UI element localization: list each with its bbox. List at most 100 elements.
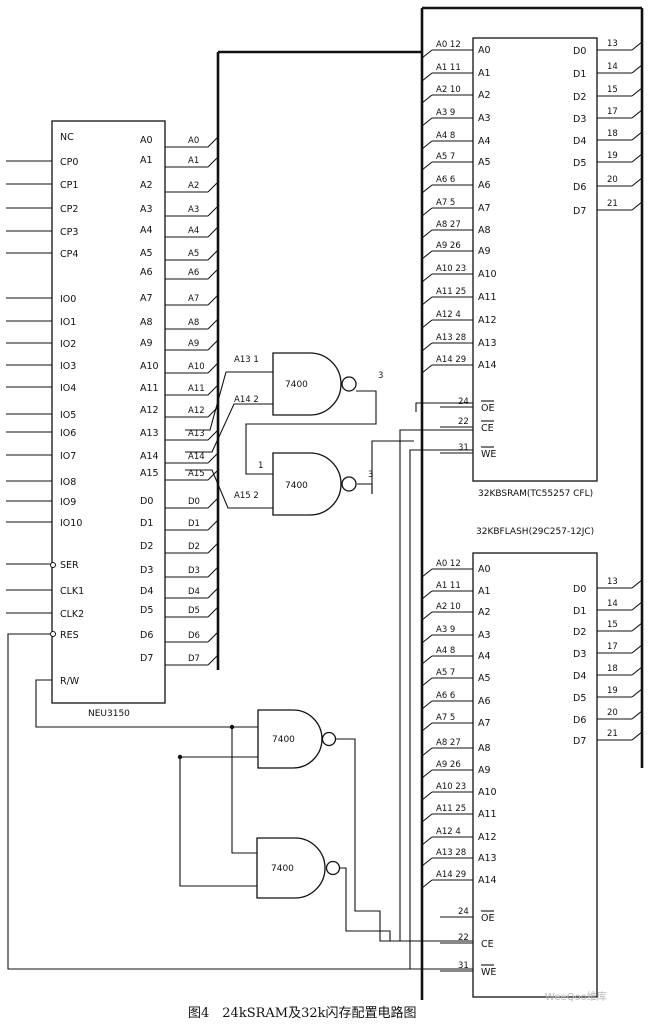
mem-addr-entry [421,700,433,710]
mem-data-int-label: D4 [573,136,586,147]
mem-addr-ext-label: A10 23 [436,264,466,274]
neu-right-pin-label: A9 [140,338,153,349]
mem-addr-entry [421,879,433,889]
neu-bus-label: A14 [188,452,205,462]
mem-data-entry [631,87,643,97]
neu-bus-label: D6 [188,631,200,641]
mem-data-int-label: D3 [573,649,586,660]
neu-bus-label: D5 [188,606,200,616]
mem-data-num: 18 [607,664,618,674]
neu-bus-label: D4 [188,587,200,597]
mem-ctrl-num: 24 [458,907,469,917]
nand-gate-3: 7400 [257,709,337,769]
neu-right-pin-label: A1 [140,155,153,166]
neu-bus-entry [207,318,219,330]
neu-left-pin-label: R/W [60,676,80,687]
mem-addr-ext-label: A6 6 [436,175,455,185]
mem-addr-entry [421,140,433,150]
neu3150-label: NEU3150 [88,709,130,719]
mem-data-num: 14 [607,62,618,72]
mem-addr-ext-label: A1 11 [436,63,461,73]
svg-text:7400: 7400 [272,735,295,745]
svg-text:7400: 7400 [285,481,308,491]
nand-gate-1: 7400 [272,352,357,416]
mem-addr-entry [421,813,433,823]
mem-data-entry [631,177,643,187]
mem-addr-entry [421,857,433,867]
mem-addr-ext-label: A12 4 [436,827,461,837]
mem-addr-entry [421,273,433,283]
mem-addr-ext-label: A1 11 [436,581,461,591]
neu-right-pin-label: D3 [140,565,153,576]
neu-left-pin-label: IO10 [60,518,82,529]
mem-addr-entry [421,94,433,104]
mem-ctrl-label: WE [481,967,496,978]
mem-addr-int-label: A10 [478,269,497,280]
mem-data-num: 17 [607,107,618,117]
neu-right-pin-label: A3 [140,204,153,215]
mem-addr-ext-label: A2 10 [436,85,461,95]
mem-addr-int-label: A1 [478,586,491,597]
neu-bus-label: A6 [188,268,199,278]
neu-left-pin-label: CLK2 [60,609,84,620]
mem-addr-int-label: A2 [478,607,491,618]
mem-addr-entry [421,836,433,846]
neu-left-pin-label: IO9 [60,497,76,508]
gate2-input-b-label: A15 2 [234,491,259,501]
mem-addr-entry [421,747,433,757]
mem-addr-int-label: A8 [478,743,491,754]
mem-addr-entry [421,791,433,801]
mem-addr-int-label: A6 [478,180,491,191]
neu-bus-entry [207,268,219,280]
mem-data-int-label: D4 [573,671,586,682]
mem-addr-ext-label: A4 8 [436,646,455,656]
mem-addr-int-label: A0 [478,45,491,56]
mem-data-int-label: D0 [573,584,586,595]
nand-gate-4: 7400 [256,837,341,899]
mem-ctrl-label: CE [481,939,494,950]
mem-addr-entry [421,590,433,600]
neu-bus-label: A11 [188,384,205,394]
sram-label: 32KBSRAM(TC55257 CFL) [478,489,593,499]
neu-left-pin-label: CP2 [60,204,78,215]
flash-label: 32KBFLASH(29C257-12JC) [476,527,594,537]
neu-right-pin-label: A2 [140,180,153,191]
mem-addr-entry [421,296,433,306]
neu-right-pin-label: A7 [140,293,153,304]
mem-addr-ext-label: A6 6 [436,691,455,701]
mem-addr-ext-label: A7 5 [436,713,455,723]
gate1-output-label: 3 [378,371,383,381]
mem-addr-int-label: A14 [478,360,497,371]
neu-bus-entry [207,542,219,554]
mem-data-int-label: D3 [573,114,586,125]
mem-data-num: 17 [607,642,618,652]
gate1-input-a-label: A13 1 [234,355,259,365]
neu-bus-label: A13 [188,429,205,439]
neu-left-pin-label: CP0 [60,157,78,168]
neu-bus-label: D2 [188,542,200,552]
gate1-input-b-label: A14 2 [234,395,259,405]
neu-left-pin-label: IO8 [60,477,76,488]
neu-bus-entry [207,469,219,481]
mem-addr-int-label: A11 [478,809,497,820]
neu-right-pin-label: A10 [140,361,159,372]
mem-data-num: 21 [607,199,618,209]
neu-bus-label: D7 [188,654,200,664]
neu-bus-entry [207,631,219,643]
mem-addr-int-label: A13 [478,853,497,864]
mem-addr-ext-label: A13 28 [436,848,466,858]
neu-left-pin-label: CLK1 [60,586,84,597]
mem-addr-int-label: A7 [478,203,491,214]
mem-addr-entry [421,161,433,171]
mem-addr-ext-label: A10 23 [436,782,466,792]
neu-left-pin-label: IO3 [60,361,76,372]
mem-addr-ext-label: A11 25 [436,287,466,297]
neu-right-pin-label: D4 [140,586,153,597]
neu-bus-entry [207,497,219,509]
mem-addr-int-label: A12 [478,315,497,326]
neu-left-pin-label: IO1 [60,317,76,328]
mem-ctrl-label: CE [481,423,494,434]
mem-addr-entry [421,342,433,352]
